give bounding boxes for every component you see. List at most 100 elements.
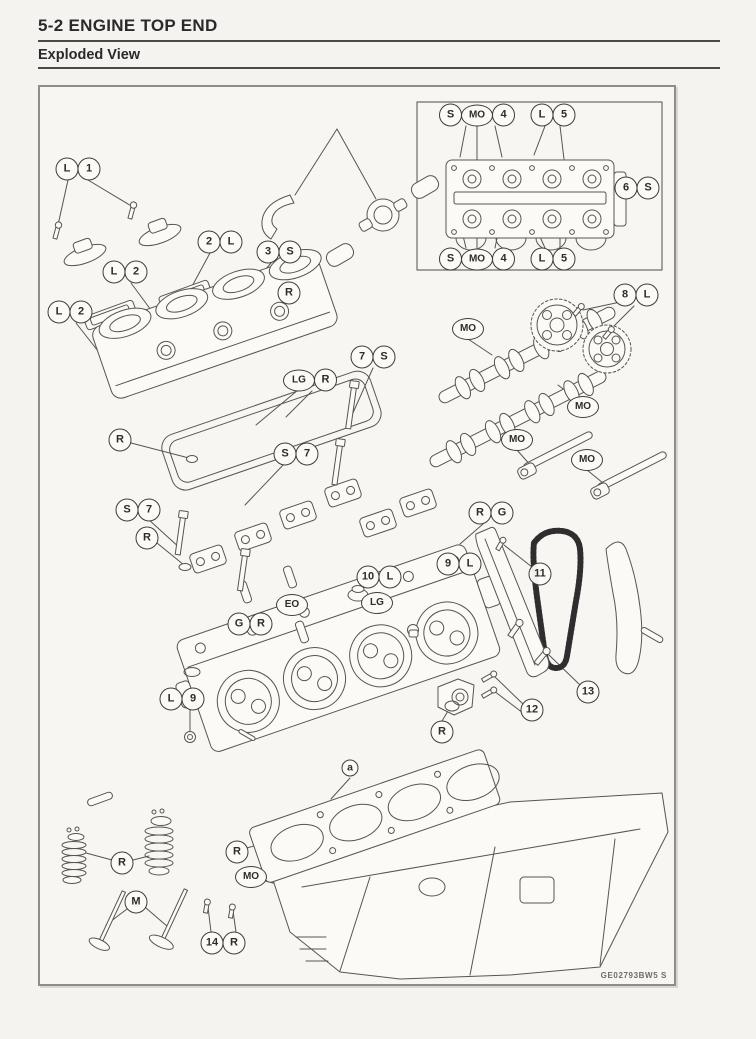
subsection-title: Exploded View bbox=[38, 47, 141, 63]
callout-bubble: MO bbox=[452, 318, 484, 340]
callout-bubble: L bbox=[219, 230, 243, 254]
callout-m-valves: M bbox=[124, 890, 148, 914]
callout-mo-rod2: MO bbox=[571, 449, 603, 471]
callout-r-cover-seal: R bbox=[108, 428, 132, 452]
callout-bubble: G bbox=[490, 501, 514, 525]
callout-mo-cam1: MO bbox=[452, 318, 484, 340]
callout-mo-cam2: MO bbox=[567, 396, 599, 418]
callout-bubble: R bbox=[110, 851, 134, 875]
callout-bubble: 2 bbox=[197, 230, 221, 254]
callout-11: 11 bbox=[528, 562, 552, 586]
callout-bubble: S bbox=[439, 247, 462, 271]
callout-r-top-bolt: R bbox=[277, 281, 301, 305]
rule bbox=[38, 40, 720, 42]
callout-bubble: R bbox=[430, 720, 454, 744]
section-title: 5-2 ENGINE TOP END bbox=[38, 16, 218, 35]
callout-bubble: 1 bbox=[77, 157, 101, 181]
callout-bubble: 13 bbox=[576, 680, 600, 704]
callout-bubble: L bbox=[102, 260, 126, 284]
callout-bubble: R bbox=[249, 612, 273, 636]
callout-12: 12 bbox=[520, 698, 544, 722]
rule bbox=[38, 67, 720, 69]
callout-bubble: EO bbox=[276, 594, 308, 616]
callout-bubble: MO bbox=[461, 248, 493, 270]
callout-bubble: S bbox=[278, 240, 302, 264]
callout-r-sensor: R bbox=[430, 720, 454, 744]
callout-bubble: 7 bbox=[350, 345, 374, 369]
callout-a: a bbox=[341, 759, 359, 777]
callout-mo-rod1: MO bbox=[501, 429, 533, 451]
callout-bubble: S bbox=[439, 103, 462, 127]
callout-bubble: L bbox=[378, 565, 402, 589]
callout-bubble: MO bbox=[235, 866, 267, 888]
callout-bubble: S bbox=[372, 345, 396, 369]
callout-13: 13 bbox=[576, 680, 600, 704]
callout-bubble: L bbox=[47, 300, 71, 324]
callout-bubble: 11 bbox=[528, 562, 552, 586]
callout-bubble: 9 bbox=[181, 687, 205, 711]
callout-mo-block: MO bbox=[235, 866, 267, 888]
figure-code: GE02793BW5 S bbox=[600, 971, 667, 980]
callout-bubble: 7 bbox=[137, 498, 161, 522]
callout-bubble: G bbox=[227, 612, 251, 636]
callout-bubble: R bbox=[222, 931, 246, 955]
callout-bubble: L bbox=[530, 103, 554, 127]
callout-bubble: MO bbox=[461, 104, 493, 126]
callout-bubble: 6 bbox=[614, 176, 638, 200]
callout-bubble: L bbox=[635, 283, 659, 307]
callout-bubble: MO bbox=[567, 396, 599, 418]
callout-bubble: R bbox=[225, 840, 249, 864]
callout-bubble: R bbox=[277, 281, 301, 305]
callout-bubble: 8 bbox=[613, 283, 637, 307]
callout-bubble: 3 bbox=[256, 240, 280, 264]
callout-bubble: L bbox=[530, 247, 554, 271]
callout-bubble: 7 bbox=[295, 442, 319, 466]
callout-bubble: 5 bbox=[552, 247, 576, 271]
callout-bubble: S bbox=[115, 498, 139, 522]
callout-bubble: 10 bbox=[356, 565, 380, 589]
callout-bubble: a bbox=[341, 759, 359, 777]
callout-bubble: 4 bbox=[492, 103, 515, 127]
callout-bubble: 12 bbox=[520, 698, 544, 722]
callout-r-oring: R bbox=[135, 526, 159, 550]
callout-bubble: L bbox=[458, 552, 482, 576]
callout-bubble: 5 bbox=[552, 103, 576, 127]
callout-bubble: 2 bbox=[124, 260, 148, 284]
callout-bubble: R bbox=[135, 526, 159, 550]
callout-bubble: L bbox=[159, 687, 183, 711]
callout-bubble: LG bbox=[361, 592, 393, 614]
callout-bubble: MO bbox=[501, 429, 533, 451]
callout-bubble: S bbox=[273, 442, 297, 466]
callout-bubble: R bbox=[468, 501, 492, 525]
callout-lg-head: LG bbox=[361, 592, 393, 614]
callout-bubble: S bbox=[636, 176, 660, 200]
callout-bubble: 14 bbox=[200, 931, 224, 955]
exploded-view-art bbox=[52, 101, 669, 980]
page-header: 5-2 ENGINE TOP END Exploded View bbox=[38, 16, 720, 74]
callout-bubble: 4 bbox=[492, 247, 515, 271]
callout-bubble: L bbox=[55, 157, 79, 181]
